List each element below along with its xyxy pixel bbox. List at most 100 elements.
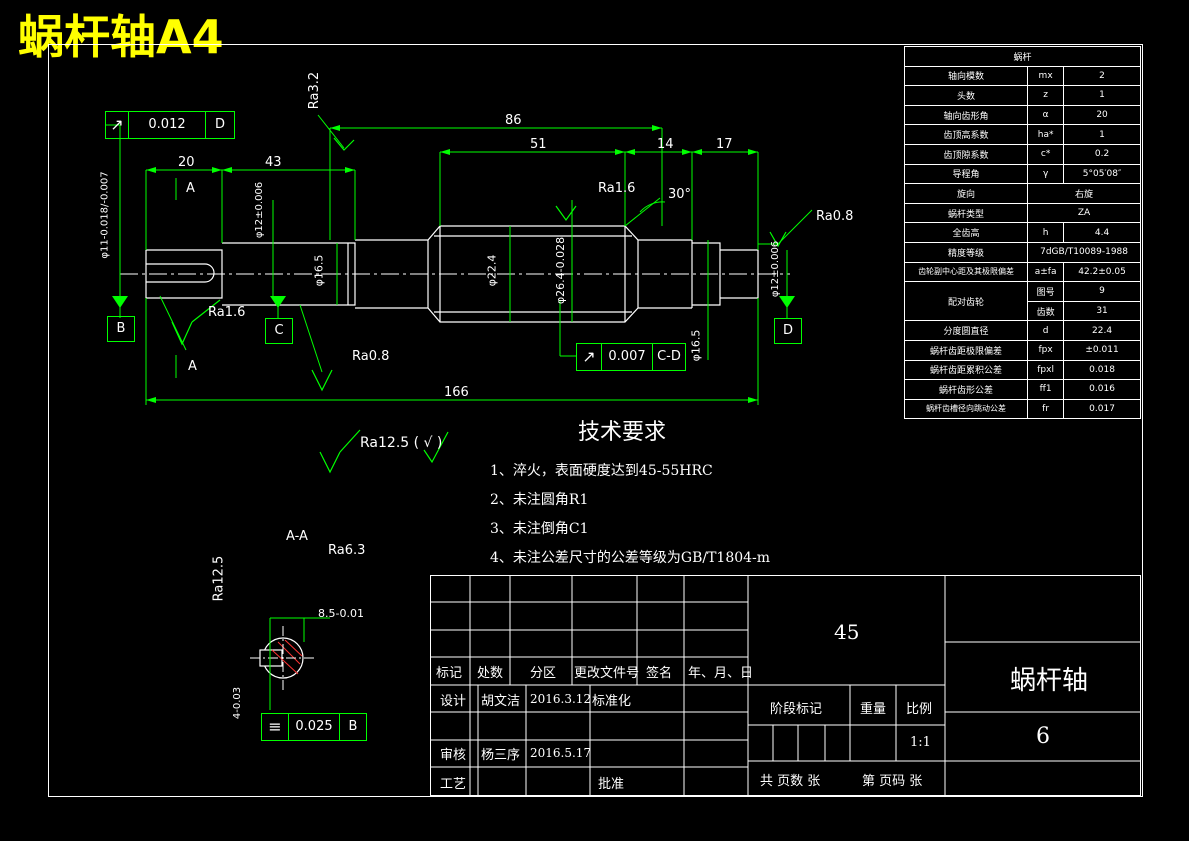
param-cell: 精度等级 bbox=[903, 241, 1029, 263]
section-view-aa bbox=[250, 617, 330, 710]
param-cell: 分度圆直径 bbox=[903, 320, 1029, 341]
sheets-total: 共 页数 张 bbox=[760, 774, 821, 789]
param-cell: 0.017 bbox=[1063, 398, 1141, 420]
drawing-number: 6 bbox=[1036, 724, 1050, 749]
param-cell: h bbox=[1027, 222, 1065, 243]
roughness-ra08-right: Ra0.8 bbox=[816, 209, 854, 224]
param-cell: 蜗杆齿距累积公差 bbox=[903, 359, 1029, 381]
dim-14: 14 bbox=[657, 137, 674, 152]
param-cell: 旋向 bbox=[903, 183, 1029, 204]
datum-d: D bbox=[774, 318, 802, 344]
param-cell: 0.016 bbox=[1063, 379, 1141, 400]
param-cell: 蜗杆类型 bbox=[903, 202, 1029, 224]
param-cell: 7dGB/T10089-1988 bbox=[1027, 241, 1141, 263]
roughness-ra16-left: Ra1.6 bbox=[208, 305, 246, 320]
param-cell: 2 bbox=[1063, 65, 1141, 87]
datum-b: B bbox=[107, 316, 135, 342]
param-cell: c* bbox=[1027, 143, 1065, 165]
param-cell: 图号 bbox=[1027, 281, 1065, 302]
page-title: 蜗杆轴A4 bbox=[18, 10, 224, 64]
param-cell: 配对齿轮 bbox=[903, 281, 1029, 322]
param-cell: 31 bbox=[1063, 300, 1141, 322]
dim-166: 166 bbox=[444, 385, 469, 400]
section-mark-a-top: A bbox=[186, 181, 195, 196]
dim-20: 20 bbox=[178, 155, 195, 170]
param-cell: 0.018 bbox=[1063, 359, 1141, 381]
title-block-grid bbox=[430, 575, 1141, 796]
material: 45 bbox=[834, 620, 860, 644]
dim-dia12b: φ12±0.006 bbox=[770, 240, 782, 298]
requirement-3: 3、未注倒角C1 bbox=[490, 521, 589, 537]
dim-43: 43 bbox=[265, 155, 282, 170]
dim-dia11: φ11-0.018/-0.007 bbox=[99, 171, 111, 259]
param-cell: 0.2 bbox=[1063, 143, 1141, 165]
param-cell: γ bbox=[1027, 163, 1065, 185]
param-cell: 齿顶高系数 bbox=[903, 124, 1029, 145]
checker: 杨三序 bbox=[481, 748, 521, 763]
scale-label: 比例 bbox=[906, 702, 933, 717]
fcf-runout-d: ↗ 0.012 D bbox=[105, 111, 235, 139]
param-cell: d bbox=[1027, 320, 1065, 341]
param-row: 旋向右旋 bbox=[903, 183, 1141, 204]
param-cell: 22.4 bbox=[1063, 320, 1141, 341]
keyway-width: 8.5-0.01 bbox=[318, 607, 364, 620]
dim-dia12a: φ12±0.006 bbox=[254, 181, 266, 239]
roughness-ra16-worm: Ra1.6 bbox=[598, 181, 636, 196]
roughness-ra08-left: Ra0.8 bbox=[352, 349, 390, 364]
runout-icon: ↗ bbox=[577, 344, 602, 370]
header-change-doc: 更改文件号 bbox=[574, 666, 640, 681]
param-cell: 1 bbox=[1063, 124, 1141, 145]
param-cell: 齿数 bbox=[1027, 300, 1065, 322]
param-cell: 20 bbox=[1063, 104, 1141, 126]
param-cell: 9 bbox=[1063, 281, 1141, 302]
roughness-ra32: Ra3.2 bbox=[307, 71, 323, 110]
section-mark-a-bottom: A bbox=[188, 359, 197, 374]
dim-51: 51 bbox=[530, 137, 547, 152]
check-label: 审核 bbox=[440, 748, 467, 763]
param-cell: fpxl bbox=[1027, 359, 1065, 381]
param-cell: ff1 bbox=[1027, 379, 1065, 400]
dim-dia16b: φ16.5 bbox=[689, 329, 703, 362]
angle-30: 30° bbox=[668, 187, 692, 202]
param-cell: 轴向模数 bbox=[903, 65, 1029, 87]
param-cell: ZA bbox=[1027, 202, 1141, 224]
section-ra63: Ra6.3 bbox=[328, 543, 366, 558]
weight-label: 重量 bbox=[860, 702, 887, 717]
dim-dia26: φ26.4-0.028 bbox=[554, 236, 568, 305]
param-cell: mx bbox=[1027, 65, 1065, 87]
requirement-4: 4、未注公差尺寸的公差等级为GB/T1804-m bbox=[490, 550, 771, 566]
dim-dia22: φ22.4 bbox=[485, 254, 499, 287]
param-cell: 轴向齿形角 bbox=[903, 104, 1029, 126]
requirements-title: 技术要求 bbox=[578, 420, 667, 445]
param-cell: a±fa bbox=[1027, 261, 1065, 283]
param-cell: 右旋 bbox=[1027, 183, 1141, 204]
part-name: 蜗杆轴 bbox=[1010, 666, 1089, 696]
param-cell: ha* bbox=[1027, 124, 1065, 145]
param-cell: 蜗杆齿槽径向跳动公差 bbox=[903, 398, 1029, 420]
param-cell: α bbox=[1027, 104, 1065, 126]
param-cell: 蜗杆齿距极限偏差 bbox=[903, 339, 1029, 361]
section-ra125: Ra12.5 bbox=[211, 555, 227, 602]
design-date: 2016.3.12 bbox=[530, 692, 592, 706]
header-sign: 签名 bbox=[646, 666, 673, 681]
std-label: 标准化 bbox=[592, 694, 632, 709]
symmetry-icon: ≡ bbox=[262, 714, 289, 740]
param-cell: 1 bbox=[1063, 85, 1141, 106]
dim-17: 17 bbox=[716, 137, 733, 152]
param-cell: 齿顶隙系数 bbox=[903, 143, 1029, 165]
requirement-2: 2、未注圆角R1 bbox=[490, 492, 589, 508]
